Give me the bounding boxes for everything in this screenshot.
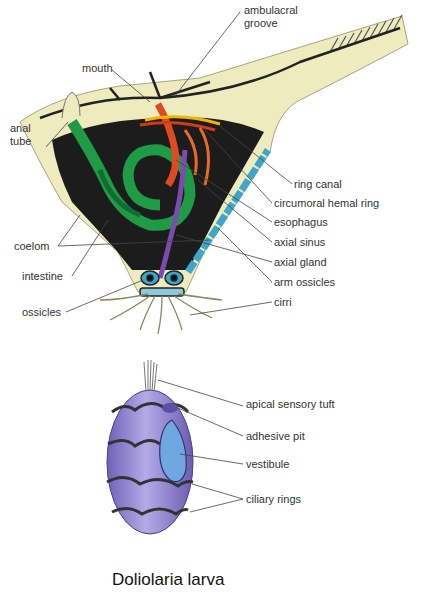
leader-lines (46, 12, 292, 315)
figure-caption: Doliolaria larva (112, 570, 224, 590)
part-label: anal tube (10, 122, 50, 148)
larva-leader-lines (158, 380, 243, 512)
ciliary-bands (107, 403, 193, 514)
part-label: esophagus (274, 216, 328, 229)
part-label: cirri (274, 296, 292, 309)
part-label: adhesive pit (246, 430, 305, 443)
coelom-cavity (52, 117, 264, 270)
pinnules (330, 15, 402, 52)
part-label: ciliary rings (246, 493, 301, 506)
part-label: ambulacral groove (244, 4, 314, 30)
part-label: mouth (82, 62, 113, 75)
axial-gland (160, 150, 185, 278)
part-label: ring canal (294, 178, 342, 191)
basal-ossicles (140, 271, 184, 296)
part-label: axial sinus (274, 236, 325, 249)
crinoid-body (20, 16, 408, 292)
part-label: vestibule (246, 458, 289, 471)
part-label: circumoral hemal ring (274, 197, 379, 210)
ambulacral-grooves (40, 28, 400, 118)
part-label: arm ossicles (274, 276, 335, 289)
adhesive-pit (162, 403, 178, 413)
ring-canal (145, 117, 220, 124)
anal-tube (62, 92, 80, 118)
apical-tuft (144, 360, 157, 392)
part-label: intestine (22, 270, 63, 283)
part-label: coelom (14, 240, 49, 253)
larva-body (107, 390, 193, 534)
hemal-ring (140, 122, 215, 130)
part-label: apical sensory tuft (246, 398, 346, 411)
part-label: axial gland (274, 256, 327, 269)
vestibule (160, 420, 187, 482)
intestine-dark (100, 170, 140, 215)
cirri (100, 294, 222, 334)
part-label: ossicles (22, 306, 61, 319)
hemal-vessels (185, 128, 209, 185)
arm-ossicle-chain (188, 150, 268, 272)
